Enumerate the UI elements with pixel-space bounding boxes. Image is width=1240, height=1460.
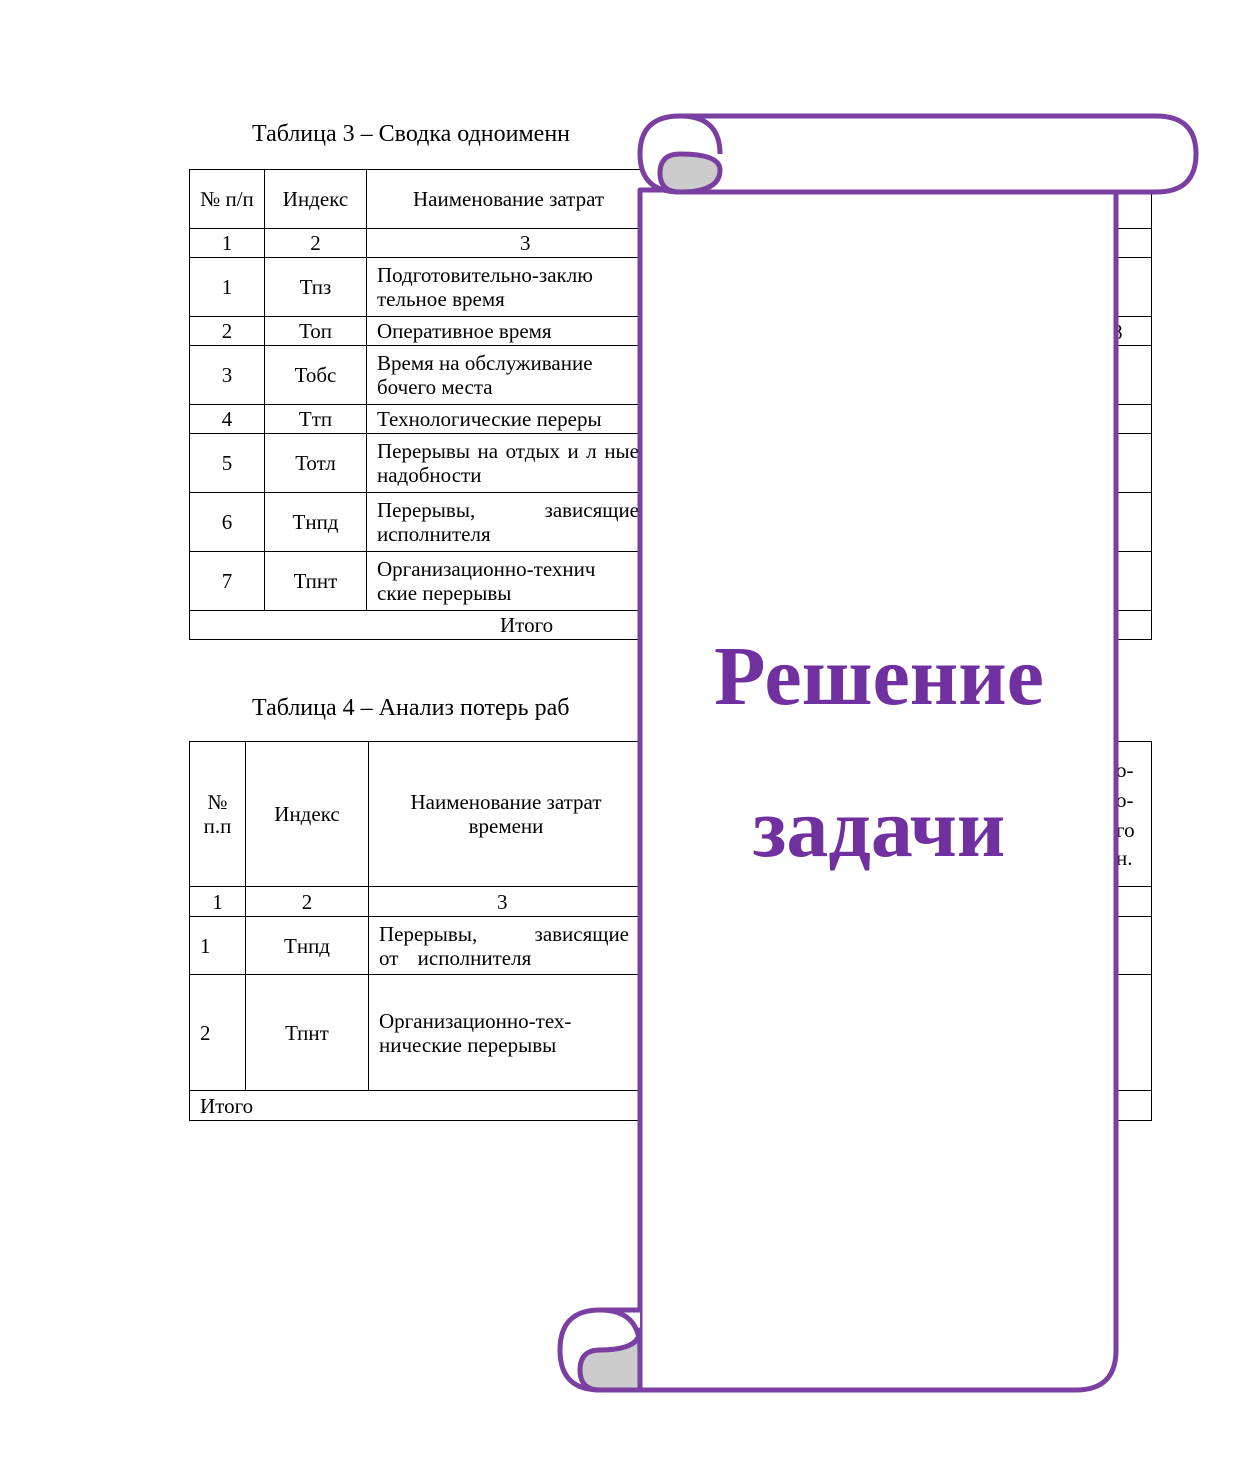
row-name-text: Перерывы, зависящие от исполнителя — [379, 921, 629, 970]
table4-edge-fragment-1: о- — [1116, 758, 1134, 782]
row-index: Тотл — [264, 433, 367, 493]
row-num: 2 — [189, 316, 265, 346]
table4-edge-fragment-2: о- — [1116, 788, 1134, 812]
scroll-top-roll — [637, 113, 1199, 195]
table4-header-index: Индекс — [245, 741, 369, 887]
table3-total-label: Итого — [500, 613, 554, 637]
row-index: Топ — [264, 316, 367, 346]
row-num: 2 — [189, 974, 246, 1091]
scroll-bottom-curl — [577, 1327, 643, 1393]
overlay-title-line2: задачи — [752, 782, 1006, 875]
row-num: 3 — [189, 345, 265, 405]
table4-caption: Таблица 4 – Анализ потерь раб — [252, 695, 570, 721]
table4-edge-fragment-4: н. — [1116, 846, 1133, 870]
row-num: 1 — [189, 916, 246, 975]
row-num: 1 — [189, 257, 265, 317]
row-name-text: Перерывы, зависящие исполнителя — [377, 498, 639, 546]
table3-caption: Таблица 3 – Сводка одноименн — [252, 121, 571, 147]
scroll-top-curl — [657, 151, 723, 195]
scroll-body — [637, 187, 1119, 1393]
row-name-text: Время на обслуживание бочего места — [377, 351, 593, 399]
table4-edge-fragment-3: го — [1116, 818, 1135, 842]
row-name-text: Перерывы на отдых и л ные надобности — [377, 439, 639, 487]
table4-colnum-2: 2 — [245, 886, 369, 917]
row-name-text: Подготовительно-заклю тельное время — [377, 263, 593, 311]
row-num: 6 — [189, 492, 265, 552]
table4-header-num: № п.п — [189, 741, 246, 887]
table4-header-name-text: Наименование затрат времени — [410, 790, 602, 838]
row-index: Тнпд — [264, 492, 367, 552]
row-index: Тпнт — [264, 551, 367, 611]
table3-header-num: № п/п — [189, 169, 265, 229]
row-index: Тпз — [264, 257, 367, 317]
row-name-text: Организационно-технич ские перерывы — [377, 557, 596, 605]
row-name-text: Организационно-тех- нические перерывы — [379, 1008, 572, 1057]
row-index: Тобс — [264, 345, 367, 405]
row-num: 4 — [189, 404, 265, 434]
overlay-title-line1: Решение — [714, 630, 1044, 723]
table3-colnum-1: 1 — [189, 228, 265, 258]
row-num: 7 — [189, 551, 265, 611]
